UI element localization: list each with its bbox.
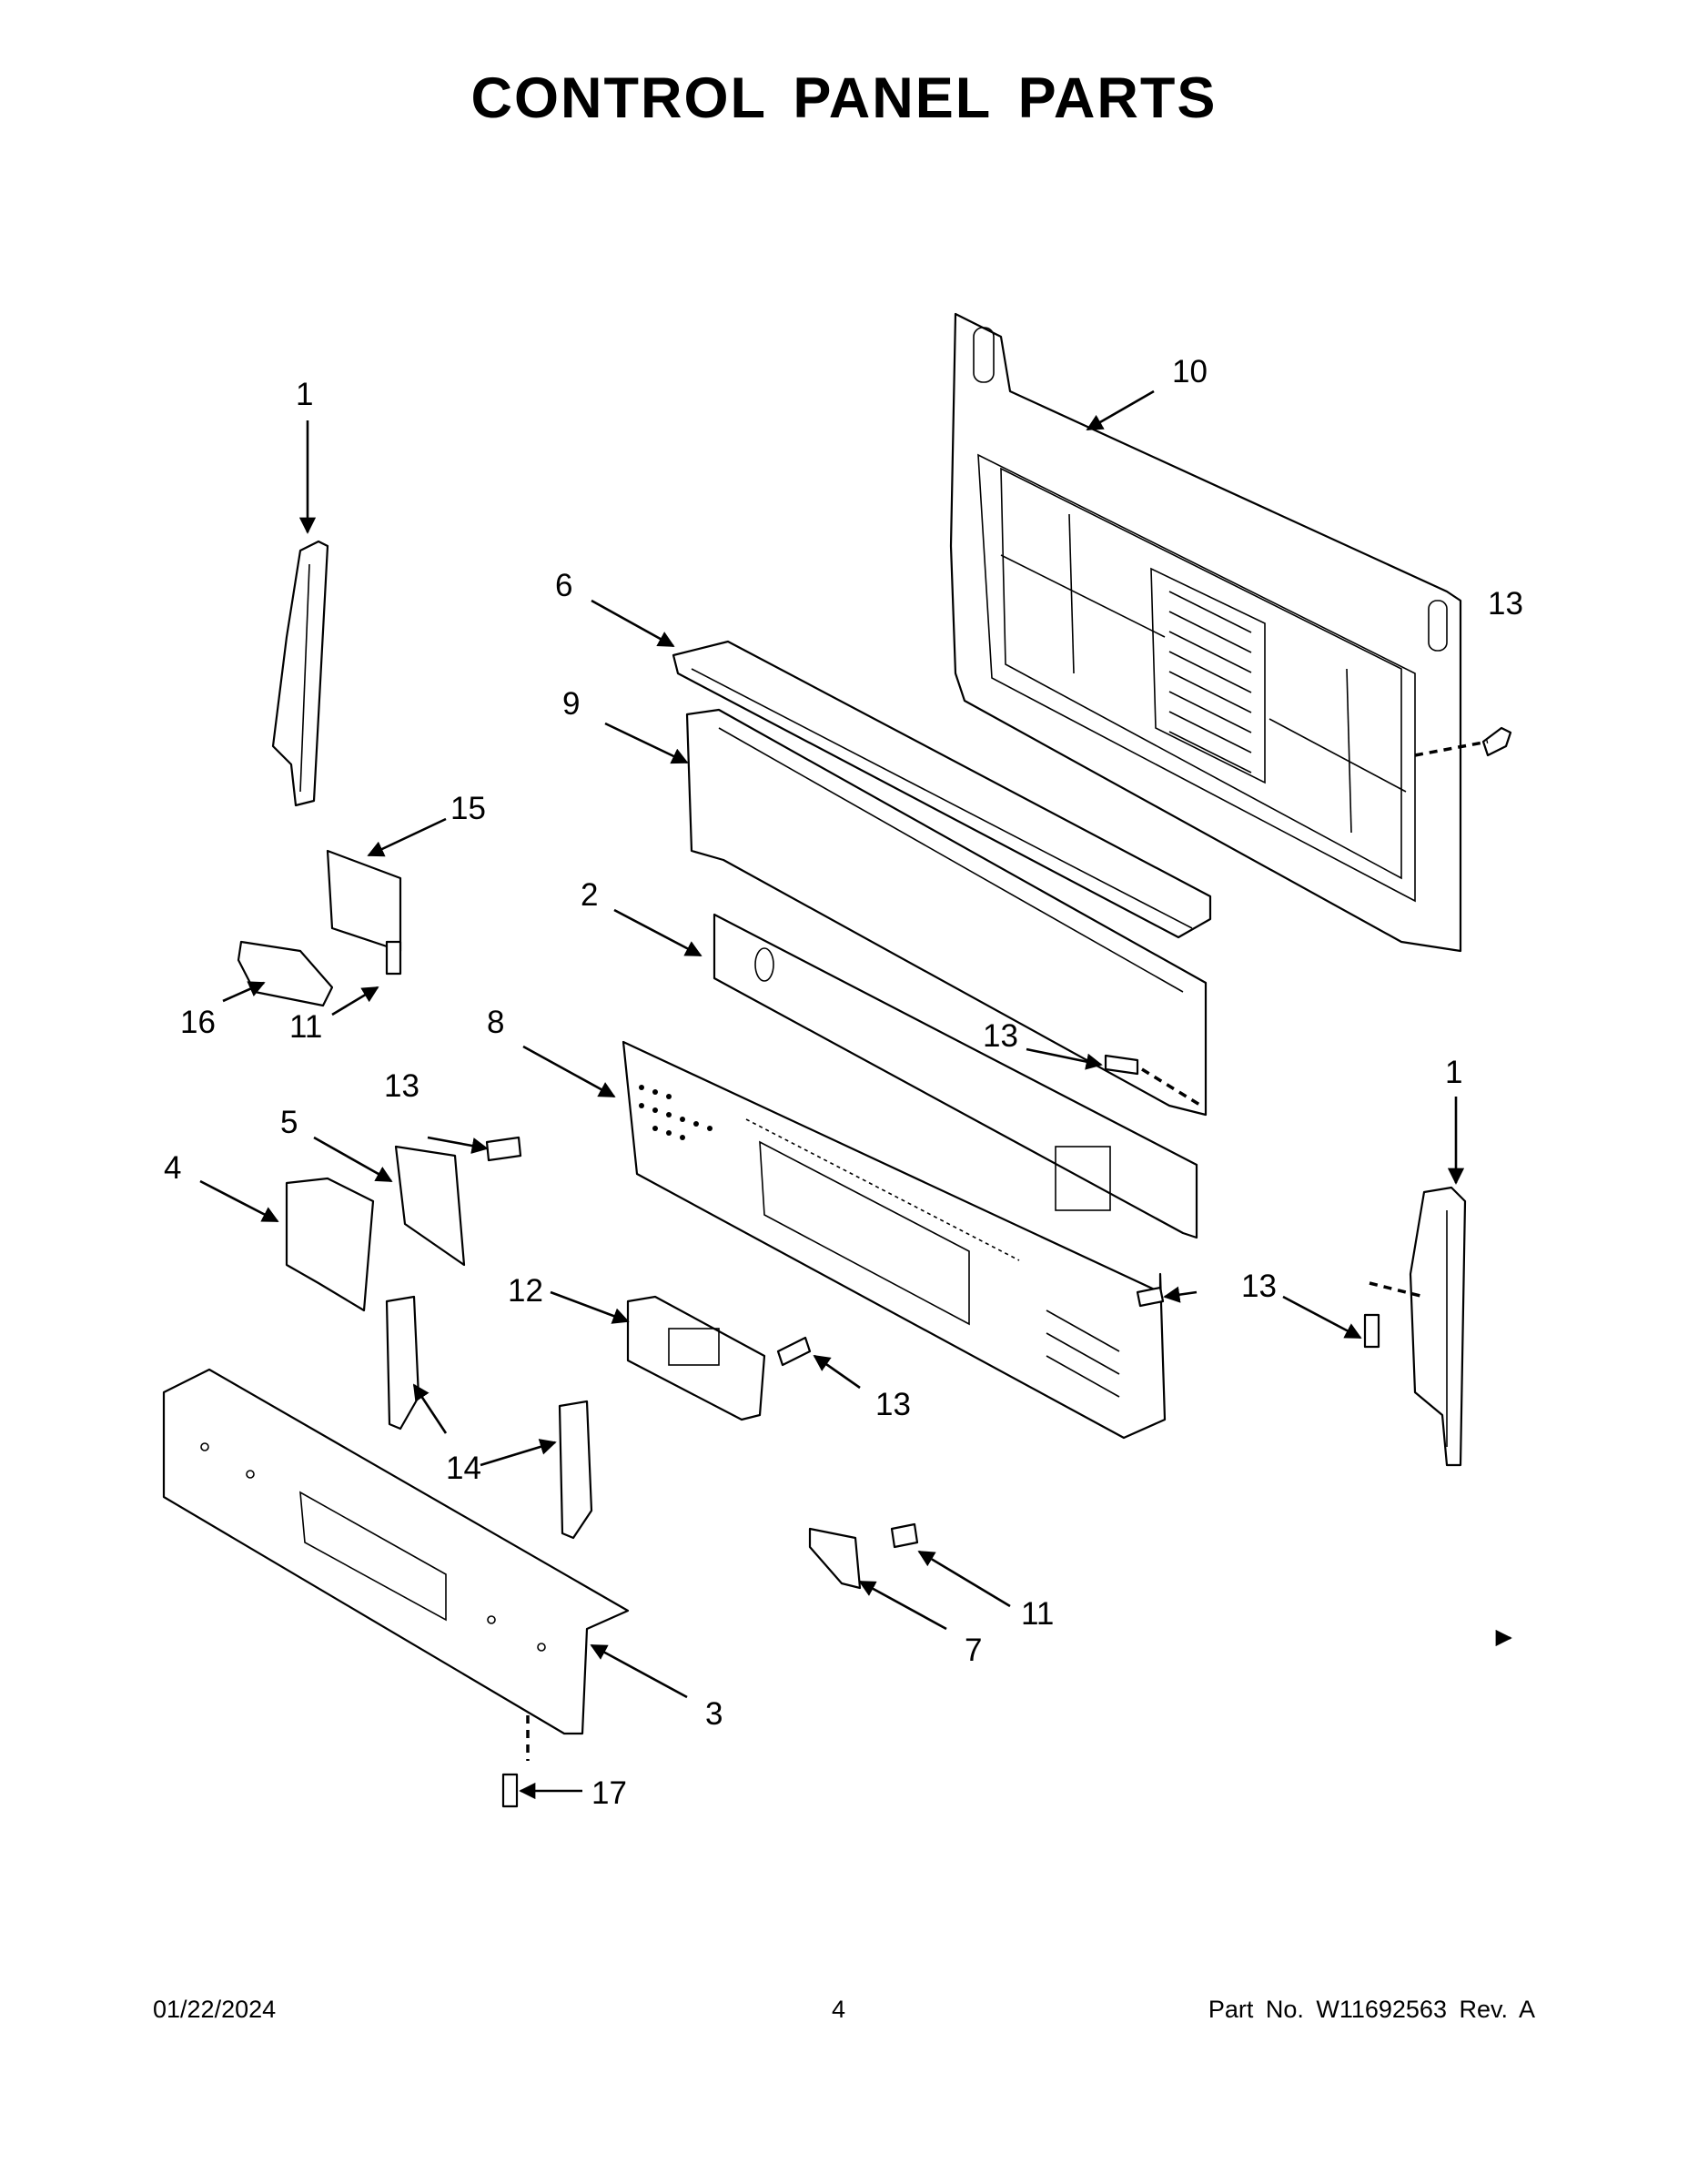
page-title: CONTROL PANEL PARTS [470,66,1218,130]
callout-1-left: 1 [296,377,313,412]
part-5-board [394,1145,466,1267]
callout-15: 15 [450,791,486,826]
part-3-front-console [162,1368,630,1735]
part-6-channel [672,640,1212,939]
callout-12: 12 [508,1273,543,1309]
screws [385,726,1512,1808]
callout-labels: 1 1 10 13 6 9 15 2 16 11 8 13 13 5 4 12 … [164,354,1523,1811]
callout-14: 14 [446,1451,481,1486]
part-15-bracket [326,849,402,953]
callout-4: 4 [164,1150,181,1186]
callout-13-left: 13 [384,1068,419,1104]
callout-10: 10 [1172,354,1208,389]
callout-3: 3 [705,1696,723,1732]
callout-13-mid: 13 [983,1018,1018,1054]
part-10-vent-slots [1168,591,1252,774]
callout-13-right: 13 [1241,1269,1277,1304]
part-8-vent-holes [639,1085,713,1140]
part-16-switch [237,940,334,1007]
callout-7: 7 [965,1633,982,1668]
part-14-brackets [385,1295,593,1540]
callout-2: 2 [581,877,598,913]
callout-16: 16 [180,1005,216,1040]
part-12-control-board [626,1295,766,1421]
part-4-bracket [285,1177,375,1312]
alignment-dash-lines [526,740,1489,1761]
footer-page-number: 4 [832,1996,846,2023]
callout-5: 5 [280,1105,298,1140]
part-1-right-bracket [1409,1186,1467,1467]
footer-part-number: Part No. W11692563 Rev. A [1208,1996,1535,2023]
part-1-left-bracket [271,540,329,807]
callout-11-left: 11 [289,1009,322,1045]
callout-11-bottom: 11 [1021,1596,1054,1632]
callout-8: 8 [487,1005,504,1040]
callout-13-center: 13 [875,1387,911,1422]
part-7-clip [808,1527,862,1590]
callout-13-top-right: 13 [1488,586,1523,622]
part-2-shield [713,913,1198,1239]
callout-1-right: 1 [1445,1055,1462,1090]
callout-9: 9 [562,686,580,722]
part-10-rear-panel [949,312,1462,953]
callout-6: 6 [555,568,572,603]
footer-date: 01/22/2024 [153,1996,277,2023]
part-9-bracket [685,708,1208,1117]
callout-17: 17 [591,1775,627,1811]
leader-arrows [199,389,1512,1800]
